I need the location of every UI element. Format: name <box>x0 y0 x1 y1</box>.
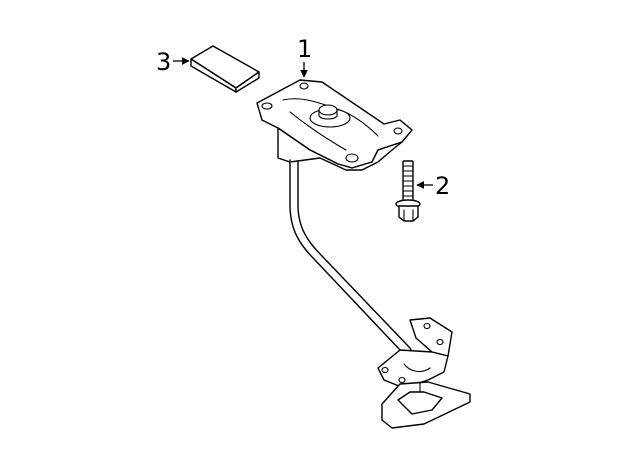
pad-part-3 <box>190 45 260 93</box>
bolt-part-2 <box>395 160 421 222</box>
callout-3-label: 3 <box>156 48 171 76</box>
carrier-part-1 <box>256 79 471 429</box>
callout-1: 1 <box>297 35 312 78</box>
callout-1-label: 1 <box>297 35 312 63</box>
callout-2: 2 <box>416 172 450 200</box>
callout-3: 3 <box>156 48 190 76</box>
callout-2-label: 2 <box>435 172 450 200</box>
